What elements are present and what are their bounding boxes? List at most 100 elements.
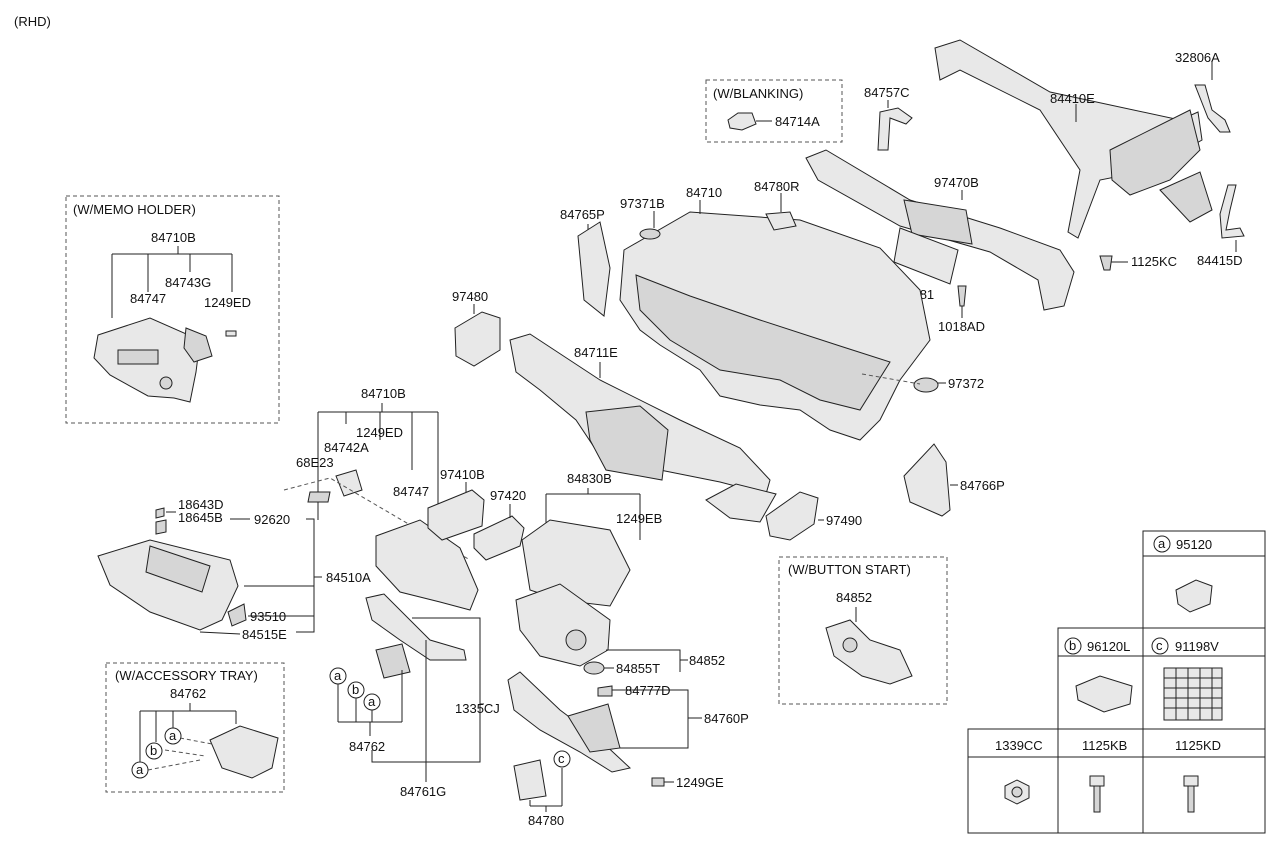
label-97410B: 97410B [440, 467, 485, 482]
svg-text:b: b [1069, 638, 1076, 653]
side-cover-84766P-shape [903, 443, 951, 517]
region-label: (RHD) [14, 14, 51, 29]
legend-col2: 1125KB [1082, 738, 1127, 753]
label-68E23: 68E23 [296, 455, 334, 470]
svg-text:a: a [368, 694, 376, 709]
legend-col1: 1339CC [995, 738, 1043, 753]
legend-b-part-shape [1075, 675, 1133, 713]
vent-84780R-shape [765, 211, 797, 231]
label-1249ED-memo: 1249ED [204, 295, 251, 310]
label-84747: 84747 [393, 484, 429, 499]
bracket-84415D-shape [1219, 184, 1245, 239]
label-84761G: 84761G [400, 784, 446, 799]
bracket-32806A-shape [1194, 84, 1231, 133]
lower-panel-group: 84777D 84760P 1249GE c 84780 [507, 671, 749, 828]
legend-col3: 1125KD [1175, 738, 1221, 753]
legend-bolt-1125KB-shape [1089, 775, 1105, 813]
label-84710: 84710 [686, 185, 722, 200]
memo-holder-inset: (W/MEMO HOLDER) 84710B 84743G 84747 1249… [65, 195, 280, 424]
label-84830B: 84830B [567, 471, 612, 486]
button-start-inset: (W/BUTTON START) 84852 [778, 556, 948, 705]
vent-97490-shape [765, 491, 819, 541]
label-84766P: 84766P [960, 478, 1005, 493]
svg-text:a: a [1158, 536, 1166, 551]
button-start-shroud-shape [825, 619, 913, 685]
label-1249EB: 1249EB [616, 511, 662, 526]
vent-97420-shape [473, 515, 525, 561]
label-97470B: 97470B [934, 175, 979, 190]
label-18645B: 18645B [178, 510, 223, 525]
label-1125KC: 1125KC [1131, 254, 1177, 269]
panel-84761G-shape [365, 593, 467, 661]
cover-84780-shape [513, 759, 547, 801]
label-84765P: 84765P [560, 207, 605, 222]
label-93510: 93510 [250, 609, 286, 624]
label-1249ED: 1249ED [356, 425, 403, 440]
label-1249GE: 1249GE [676, 775, 724, 790]
label-97371B: 97371B [620, 196, 665, 211]
label-97480: 97480 [452, 289, 488, 304]
accessory-title: (W/ACCESSORY TRAY) [115, 668, 258, 683]
glove-box-group: 18643D 18645B 92620 84510A 93510 84515E [97, 497, 371, 642]
side-cover-84765P-shape [577, 221, 611, 317]
label-84852-btn: 84852 [836, 590, 872, 605]
vent-97410B-shape [427, 489, 485, 541]
vent-97480-shape [454, 311, 501, 367]
legend-a-part-shape [1175, 579, 1213, 613]
svg-text:b: b [352, 682, 359, 697]
legend-c-code: 91198V [1175, 639, 1219, 654]
svg-text:a: a [334, 668, 342, 683]
label-84762-acc: 84762 [170, 686, 206, 701]
label-84777D: 84777D [625, 683, 671, 698]
crossbar-assembly: 32806A 84410E 1125KC 84415D [934, 39, 1245, 271]
label-1335CJ: 1335CJ [455, 701, 500, 716]
panel-84710B-shape [375, 519, 479, 611]
svg-text:a: a [136, 762, 144, 777]
svg-text:c: c [1156, 638, 1163, 653]
blanking-inset: (W/BLANKING) 84714A [705, 79, 843, 143]
legend-nut-shape [1004, 779, 1030, 805]
main-dash-panel: 84710 84780R 97371B 84765P [560, 179, 931, 441]
label-84711E: 84711E [574, 345, 618, 360]
label-18643D: 18643D [178, 497, 224, 512]
label-97372: 97372 [948, 376, 984, 391]
svg-text:b: b [150, 743, 157, 758]
accessory-tray-shape [209, 725, 279, 779]
label-84855T: 84855T [616, 661, 660, 676]
blanking-cap-shape [727, 112, 757, 131]
label-84743G: 84743G [165, 275, 211, 290]
bracket-64881-shape [893, 227, 959, 285]
cluster-84830B-shape [521, 519, 631, 607]
label-32806A: 32806A [1175, 50, 1220, 65]
legend-c-part-shape [1163, 667, 1223, 721]
label-84410E: 84410E [1050, 91, 1095, 106]
shroud-84852-shape [515, 583, 611, 667]
bracket-84757C-shape [877, 107, 913, 151]
label-84757C: 84757C [864, 85, 910, 100]
lower-center-group: 1335CJ 84761G a b a 84762 [329, 593, 500, 799]
legend-bolt-1125KD-shape [1183, 775, 1199, 813]
label-1018AD: 1018AD [938, 319, 985, 334]
label-84780: 84780 [528, 813, 564, 828]
svg-text:c: c [558, 751, 565, 766]
button-start-title: (W/BUTTON START) [788, 562, 911, 577]
label-92620: 92620 [254, 512, 290, 527]
label-84714A: 84714A [775, 114, 820, 129]
legend-b-code: 96120L [1087, 639, 1130, 654]
accessory-tray-inset: (W/ACCESSORY TRAY) 84762 a b a [105, 662, 285, 793]
label-84742A: 84742A [324, 440, 369, 455]
label-97490: 97490 [826, 513, 862, 528]
svg-text:a: a [169, 728, 177, 743]
legend-a-code: 95120 [1176, 537, 1212, 552]
label-84710B: 84710B [361, 386, 406, 401]
label-84780R: 84780R [754, 179, 800, 194]
label-84760P: 84760P [704, 711, 749, 726]
label-84762: 84762 [349, 739, 385, 754]
legend-table: a 95120 b 96120L c 91198V 1339CC 1125KB … [967, 530, 1266, 834]
label-84747-memo: 84747 [130, 291, 166, 306]
label-84415D: 84415D [1197, 253, 1243, 268]
label-84710B-memo: 84710B [151, 230, 196, 245]
label-84852: 84852 [689, 653, 725, 668]
label-84515E: 84515E [242, 627, 287, 642]
